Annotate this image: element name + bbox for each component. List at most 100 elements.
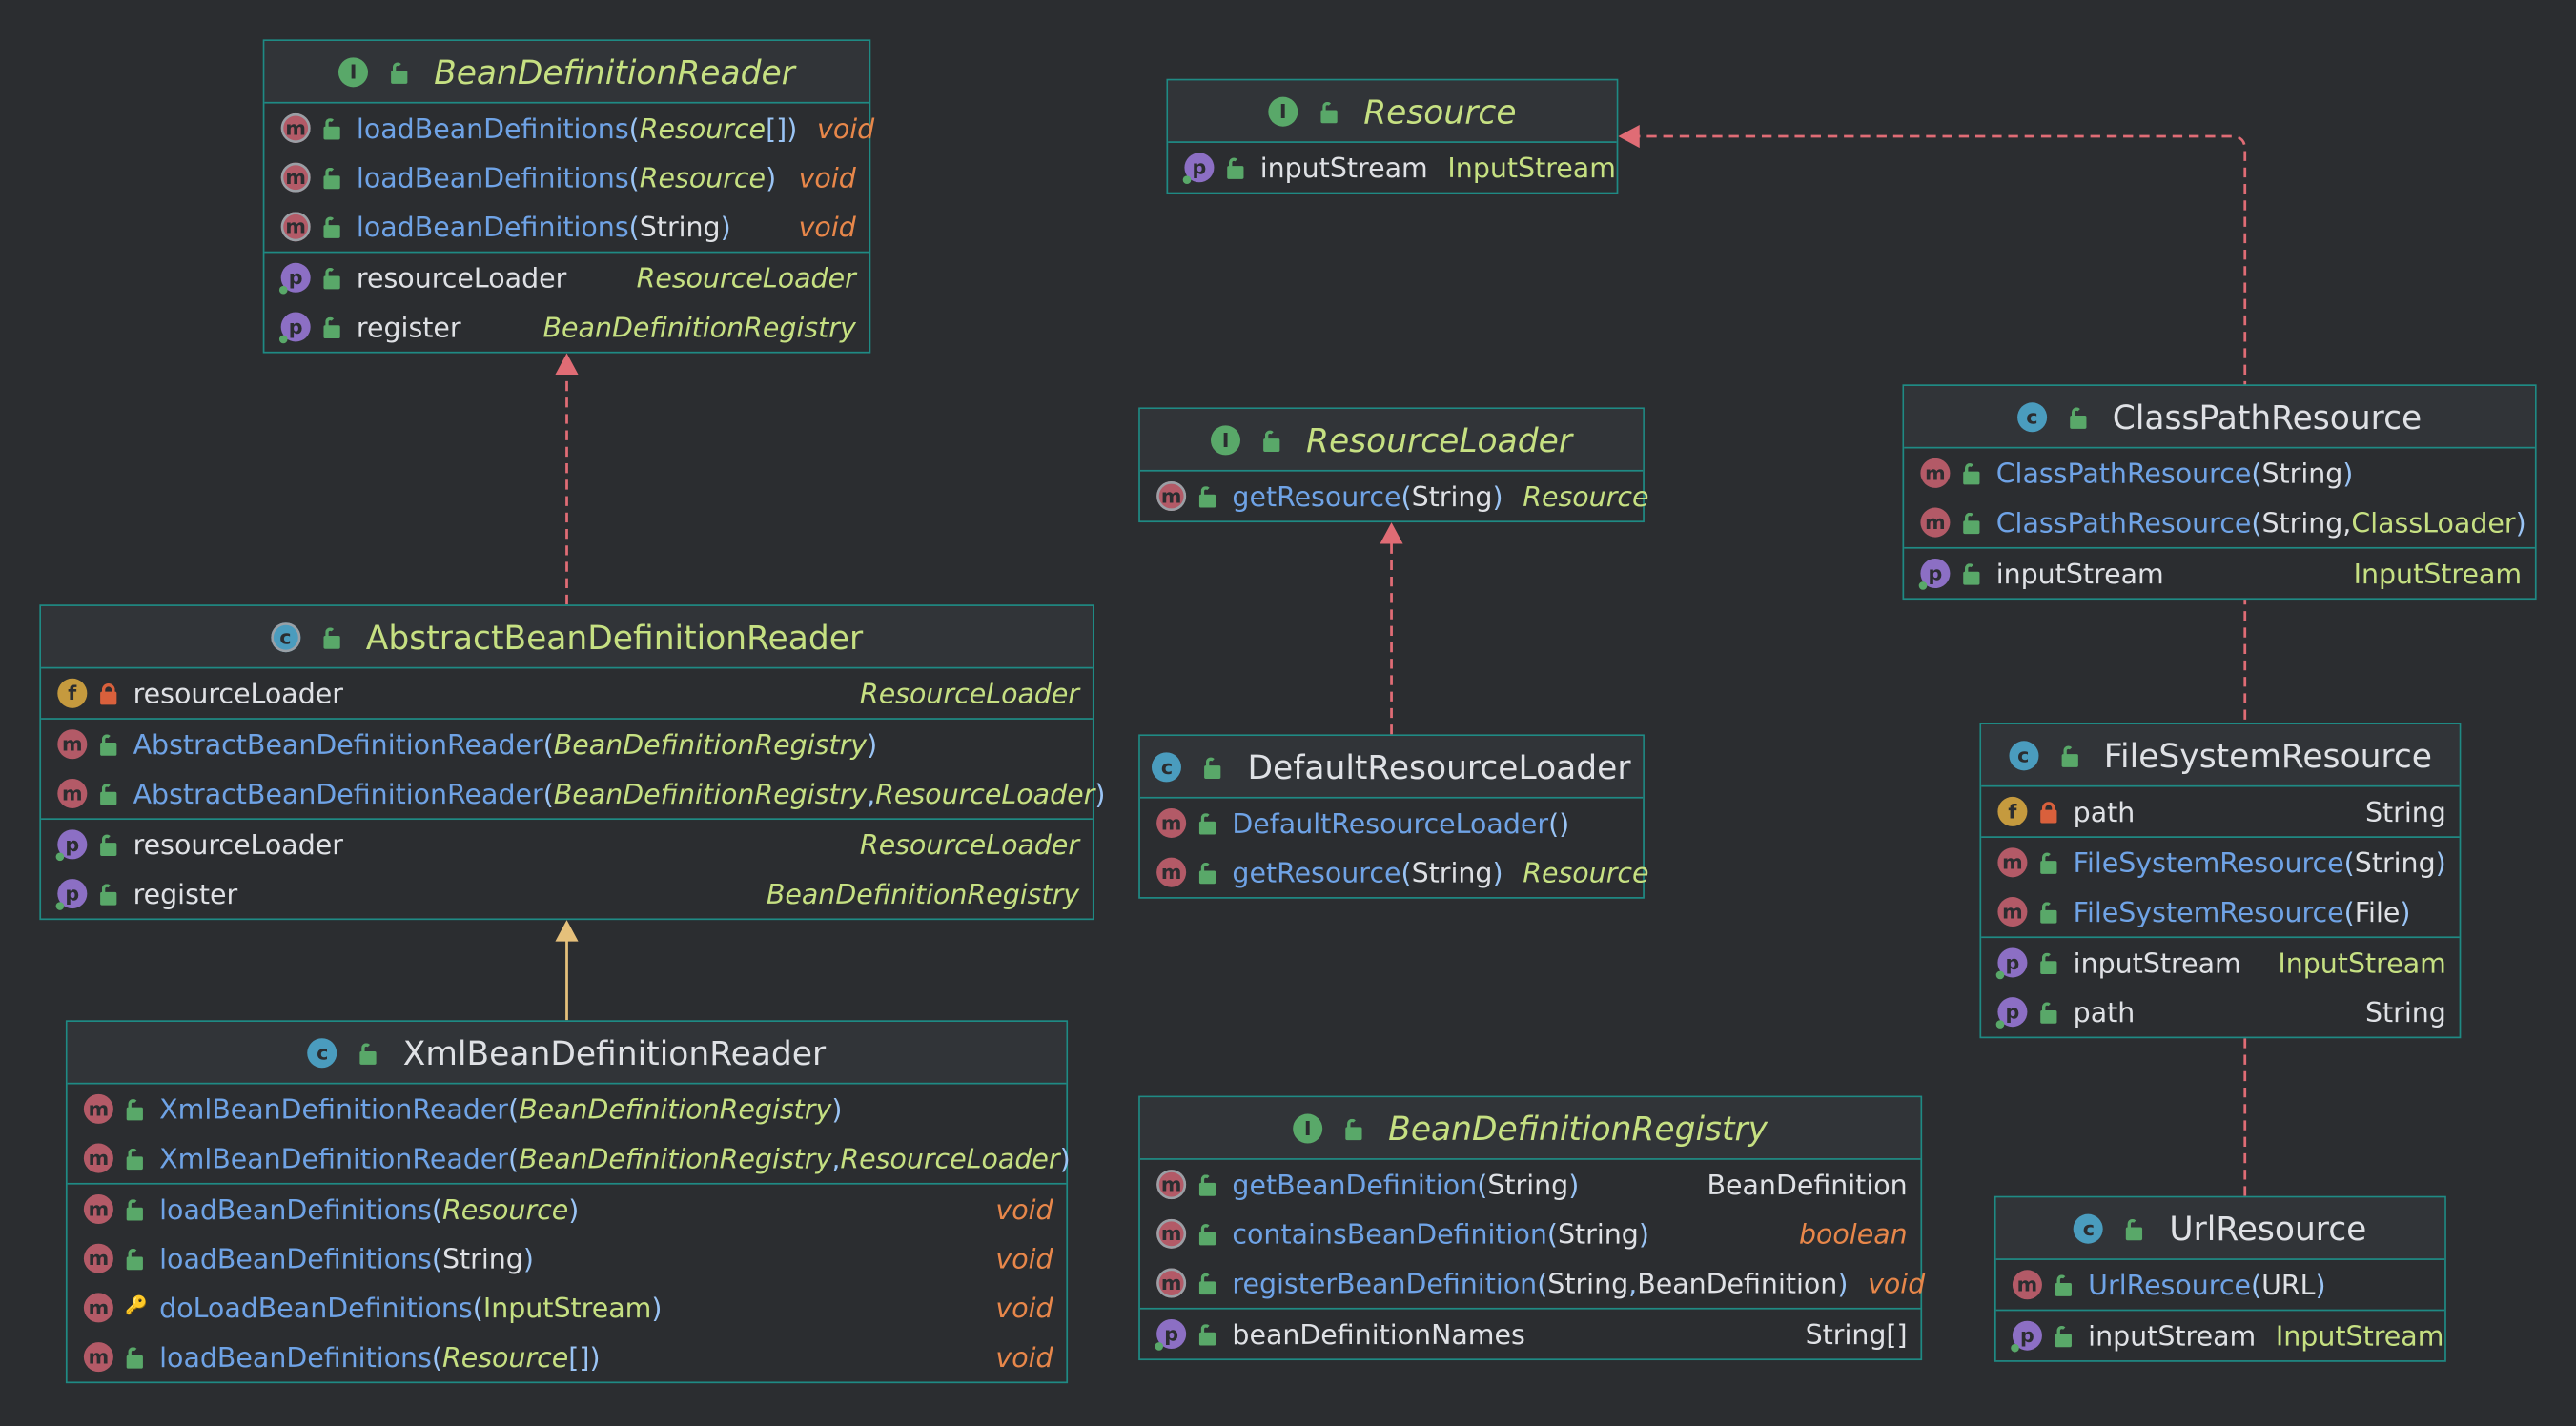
public-lock-icon <box>123 1247 146 1271</box>
class-icon: c <box>270 621 300 652</box>
node-title: AbstractBeanDefinitionReader <box>365 617 864 657</box>
param-type: String <box>1411 480 1493 512</box>
member-name: getBeanDefinition <box>1232 1169 1478 1201</box>
interface-icon: I <box>1268 95 1298 126</box>
method-icon: m <box>83 1193 113 1225</box>
method-row[interactable]: mdoLoadBeanDefinitions (InputStream)void <box>68 1283 1067 1333</box>
open-paren: ( <box>628 112 640 144</box>
return-type: InputStream <box>2278 947 2446 979</box>
public-lock-icon <box>2067 405 2090 428</box>
class-icon: c <box>2074 1212 2104 1243</box>
return-type: Resource <box>1523 856 1649 888</box>
close-paren: ) <box>831 1092 843 1125</box>
method-icon: m <box>1156 857 1187 887</box>
member-name: ClassPathResource <box>1995 457 2252 489</box>
open-paren: ( <box>2343 896 2355 927</box>
realization-edge-arrowhead <box>1380 522 1403 544</box>
param-type: String, <box>2261 506 2352 539</box>
method-icon: m <box>1997 897 2028 927</box>
method-icon: m <box>1156 1170 1187 1200</box>
member-name: path <box>2073 996 2136 1029</box>
param-type: String <box>1411 856 1493 888</box>
method-icon: m <box>57 778 88 808</box>
close-paren: ) <box>867 728 878 761</box>
param-type: () <box>1548 807 1570 839</box>
member-name: registerBeanDefinition <box>1232 1267 1538 1299</box>
node-title: XmlBeanDefinitionReader <box>402 1032 827 1072</box>
property-icon: p <box>1995 947 2028 980</box>
public-lock-icon <box>320 316 343 339</box>
method-icon: m <box>2012 1270 2042 1300</box>
method-icon: m <box>57 729 88 760</box>
public-lock-icon <box>1224 156 1247 179</box>
open-paren: ( <box>542 778 554 809</box>
open-paren: ( <box>2251 506 2262 539</box>
member-name: loadBeanDefinitions <box>356 211 629 243</box>
open-paren: ( <box>431 1341 442 1373</box>
param-type: String <box>1487 1169 1569 1201</box>
member-name: resourceLoader <box>356 261 567 294</box>
field-icon: f <box>57 678 88 708</box>
param-type: ResourceLoader <box>875 778 1095 809</box>
return-type: void <box>995 1292 1053 1324</box>
param-type: BeanDefinitionRegistry <box>519 1142 832 1174</box>
property-icon: p <box>2011 1320 2042 1353</box>
property-icon: p <box>55 879 88 910</box>
public-lock-icon <box>2123 1216 2146 1240</box>
private-lock-icon <box>97 682 120 705</box>
open-paren: ( <box>1537 1267 1548 1299</box>
public-lock-icon <box>2057 744 2080 767</box>
